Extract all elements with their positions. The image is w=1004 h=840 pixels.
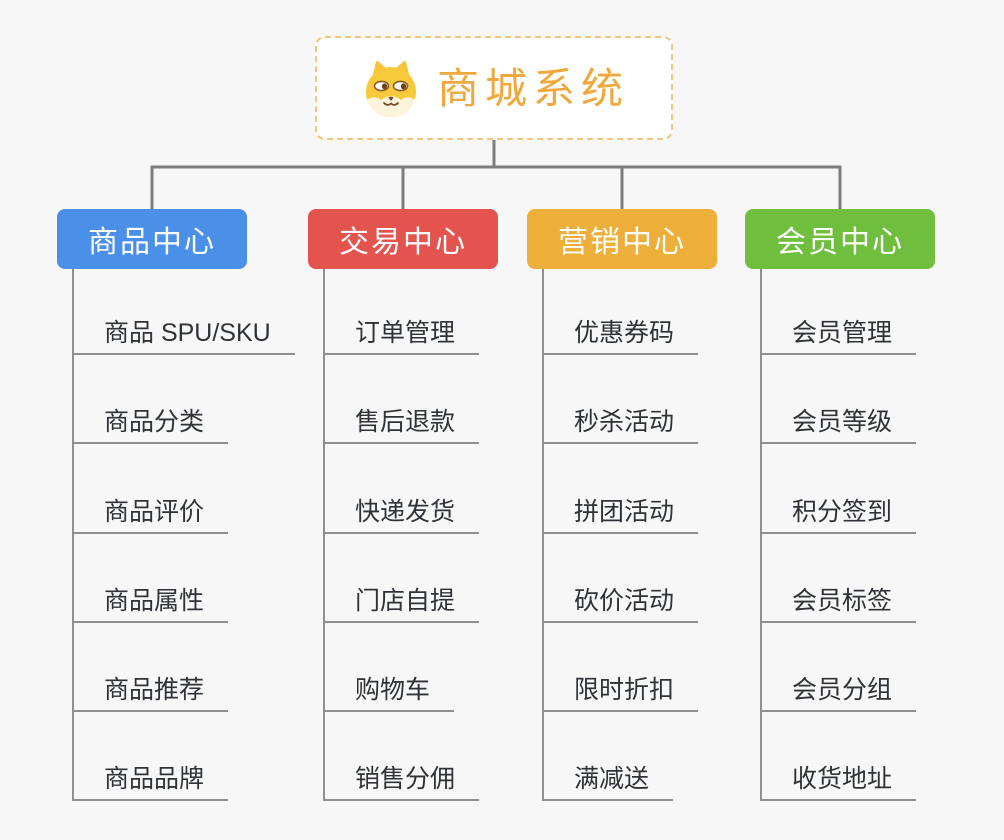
leaf-node[interactable]: 商品推荐 (72, 656, 229, 712)
leaf-node[interactable]: 会员分组 (760, 656, 917, 712)
branch-trunk-line (72, 269, 74, 800)
leaf-node[interactable]: 销售分佣 (323, 745, 480, 801)
leaf-node[interactable]: 秒杀活动 (542, 388, 699, 444)
branch-node-1[interactable]: 商品中心 (57, 209, 247, 269)
leaf-node[interactable]: 商品分类 (72, 388, 229, 444)
leaf-node[interactable]: 门店自提 (323, 567, 480, 623)
branch-node-2[interactable]: 交易中心 (308, 209, 498, 269)
root-node-mall-system[interactable]: 商城系统 (315, 36, 673, 140)
leaf-node[interactable]: 订单管理 (323, 299, 480, 355)
leaf-node[interactable]: 购物车 (323, 656, 455, 712)
leaf-node[interactable]: 售后退款 (323, 388, 480, 444)
leaf-node[interactable]: 快递发货 (323, 478, 480, 534)
branch-node-3[interactable]: 营销中心 (527, 209, 717, 269)
leaf-node[interactable]: 优惠券码 (542, 299, 699, 355)
leaf-node[interactable]: 限时折扣 (542, 656, 699, 712)
leaf-node[interactable]: 商品 SPU/SKU (72, 299, 295, 355)
root-title: 商城系统 (436, 65, 629, 112)
branch-column-3: 营销中心 优惠券码秒杀活动拼团活动砍价活动限时折扣满减送 (527, 209, 717, 809)
branch-trunk-line (323, 269, 325, 800)
leaf-node[interactable]: 会员标签 (760, 567, 917, 623)
branch-column-4: 会员中心 会员管理会员等级积分签到会员标签会员分组收货地址 (745, 209, 935, 809)
branch-node-4[interactable]: 会员中心 (745, 209, 935, 269)
leaf-node[interactable]: 收货地址 (760, 745, 917, 801)
leaf-node[interactable]: 商品品牌 (72, 745, 229, 801)
branch-column-2: 交易中心 订单管理售后退款快递发货门店自提购物车销售分佣 (308, 209, 498, 809)
leaf-node[interactable]: 砍价活动 (542, 567, 699, 623)
dog-face-icon (359, 56, 423, 120)
leaf-node[interactable]: 积分签到 (760, 478, 917, 534)
leaf-node[interactable]: 商品评价 (72, 478, 229, 534)
leaf-node[interactable]: 会员管理 (760, 299, 917, 355)
branch-column-1: 商品中心 商品 SPU/SKU 商品分类商品评价商品属性商品推荐商品品牌 (57, 209, 295, 809)
leaf-node[interactable]: 会员等级 (760, 388, 917, 444)
leaf-node[interactable]: 拼团活动 (542, 478, 699, 534)
leaf-node[interactable]: 商品属性 (72, 567, 229, 623)
branch-trunk-line (760, 269, 762, 800)
leaf-node[interactable]: 满减送 (542, 745, 674, 801)
branch-trunk-line (542, 269, 544, 800)
